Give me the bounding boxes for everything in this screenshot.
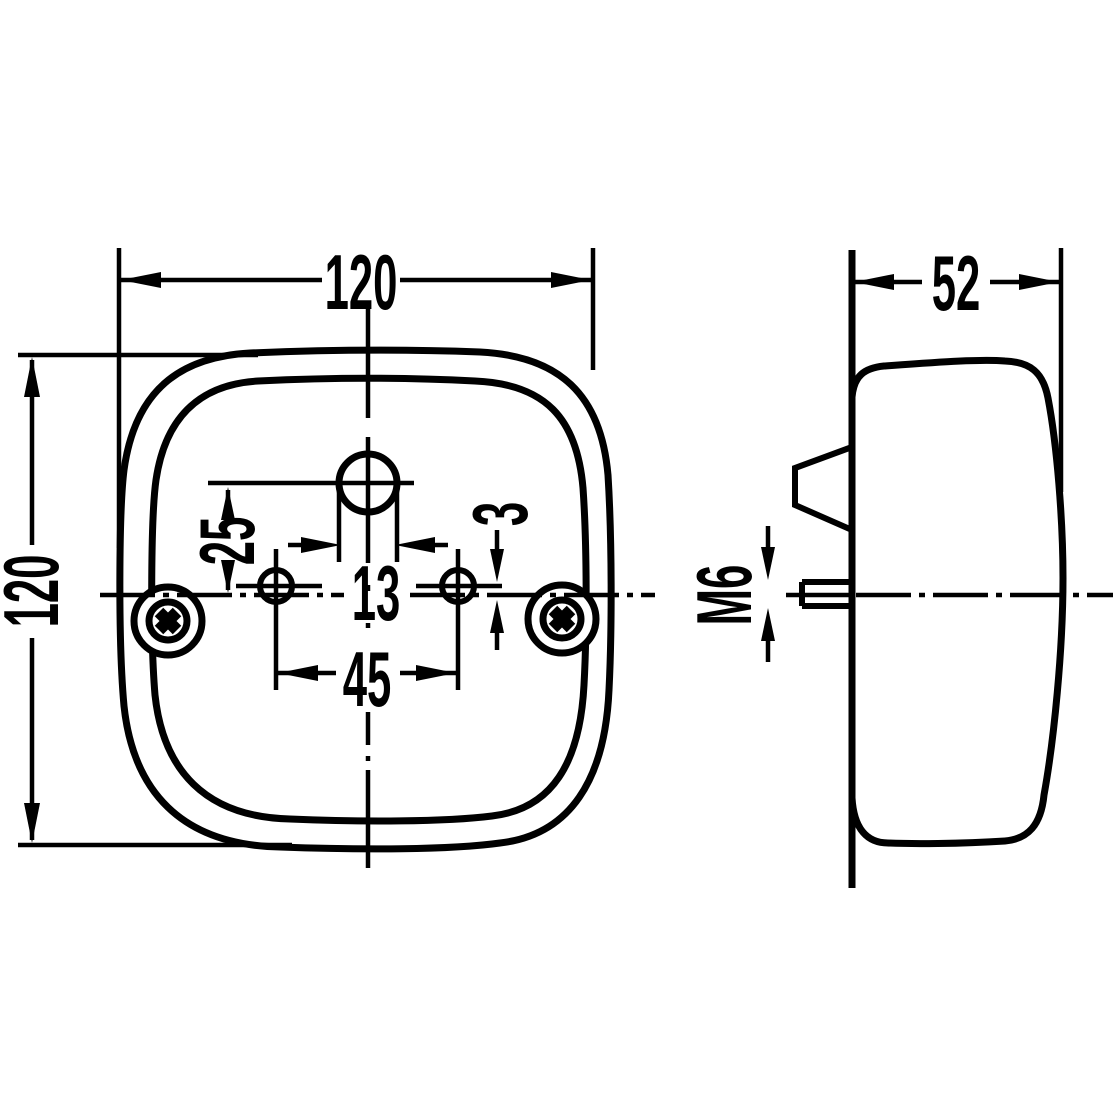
front-view (100, 303, 1113, 868)
dim-hole-spacing: 45 (278, 637, 456, 723)
mounting-hole-left (236, 549, 322, 690)
dim-front-height: 120 (0, 352, 292, 848)
dim-cable-hole-offset: 25 (185, 487, 271, 593)
screw-left (145, 598, 191, 644)
side-body-outline (848, 356, 1067, 848)
dim-axis-offset: 3 (458, 502, 544, 650)
phillips-cross-icon (548, 605, 576, 633)
cable-hole (208, 450, 414, 562)
side-view (786, 250, 1067, 888)
mounting-hole-right (416, 549, 502, 690)
dim-label-depth: 52 (932, 241, 981, 327)
mounting-bracket (792, 444, 854, 533)
dim-label-hole-spacing: 45 (343, 637, 392, 723)
dim-label-width: 120 (325, 240, 398, 326)
m6-stud (786, 579, 852, 609)
dim-label-axis-offset: 3 (458, 502, 544, 526)
dim-label-stud-thread: M6 (682, 565, 768, 626)
screw-right (539, 596, 585, 642)
dim-label-cable-hole-offset: 25 (185, 517, 271, 566)
dim-label-cable-hole-diameter: 13 (352, 551, 401, 637)
dim-stud-thread: M6 (682, 526, 775, 662)
dim-cable-hole-diameter: 13 (288, 537, 448, 637)
dim-front-width: 120 (116, 240, 596, 548)
front-inner-outline (148, 374, 590, 825)
dim-depth: 52 (854, 241, 1064, 492)
phillips-cross-icon (154, 607, 182, 635)
dim-label-height: 120 (0, 555, 75, 628)
